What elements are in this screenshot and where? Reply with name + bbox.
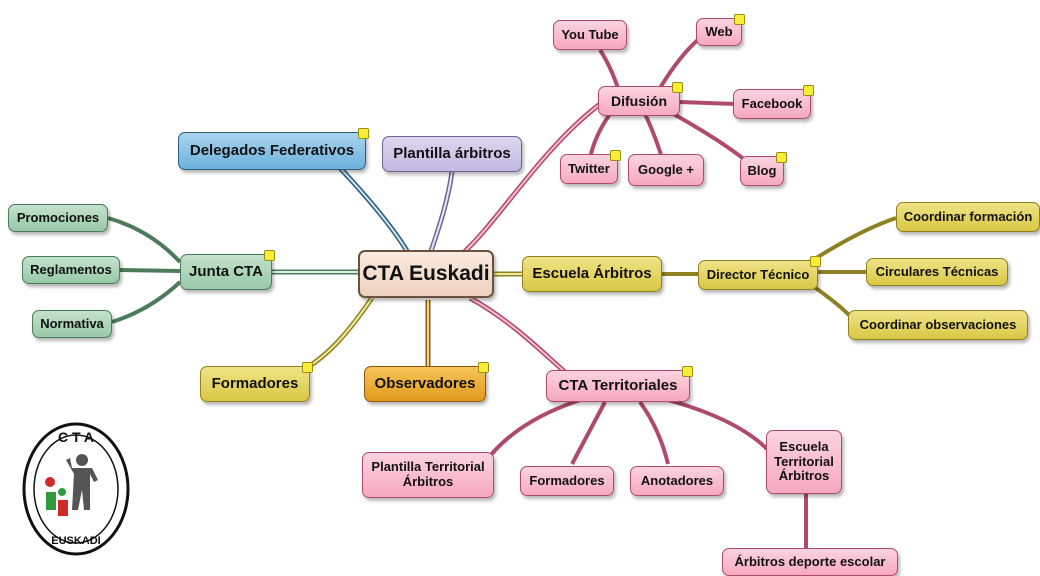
- node-anotadores[interactable]: Anotadores: [630, 466, 724, 496]
- node-formadores[interactable]: Formadores: [200, 362, 313, 402]
- cta-euskadi-logo: C T A EUSKADI: [22, 422, 130, 556]
- note-icon: [478, 362, 489, 373]
- node-coordinar-observaciones[interactable]: Coordinar observaciones: [848, 310, 1028, 340]
- node-label: Observadores: [374, 375, 476, 393]
- node-observadores[interactable]: Observadores: [364, 362, 489, 402]
- node-promociones[interactable]: Promociones: [8, 204, 108, 232]
- node-coordinar-formacion[interactable]: Coordinar formación: [896, 202, 1040, 232]
- note-icon: [302, 362, 313, 373]
- node-blog[interactable]: Blog: [740, 152, 787, 186]
- node-plantilla-territorial[interactable]: Plantilla Territorial Árbitros: [362, 452, 494, 498]
- node-label: Web: [705, 23, 733, 39]
- node-cta-territoriales[interactable]: CTA Territoriales: [546, 366, 693, 402]
- note-icon: [264, 250, 275, 261]
- node-youtube[interactable]: You Tube: [553, 20, 627, 50]
- node-reglamentos[interactable]: Reglamentos: [22, 256, 120, 284]
- node-escuela-arbitros[interactable]: Escuela Árbitros: [522, 256, 662, 292]
- node-normativa[interactable]: Normativa: [32, 310, 112, 338]
- node-delegados-federativos[interactable]: Delegados Federativos: [178, 128, 369, 170]
- note-icon: [610, 150, 621, 161]
- node-web[interactable]: Web: [696, 14, 745, 46]
- node-label: Facebook: [741, 95, 803, 111]
- node-label: Director Técnico: [706, 266, 810, 282]
- node-formadores-territorial[interactable]: Formadores: [520, 466, 614, 496]
- node-plantilla-arbitros[interactable]: Plantilla árbitros: [382, 136, 522, 172]
- node-difusion[interactable]: Difusión: [598, 82, 683, 116]
- node-label: Delegados Federativos: [189, 142, 355, 160]
- node-circulares-tecnicas[interactable]: Circulares Técnicas: [866, 258, 1008, 286]
- central-node[interactable]: CTA Euskadi: [358, 250, 494, 298]
- node-arbitros-deporte-escolar[interactable]: Árbitros deporte escolar: [722, 548, 898, 576]
- node-label: Difusión: [611, 92, 667, 109]
- node-label: Formadores: [211, 375, 299, 393]
- note-icon: [358, 128, 369, 139]
- note-icon: [682, 366, 693, 377]
- node-label: Plantilla árbitros: [393, 145, 511, 163]
- note-icon: [810, 256, 821, 267]
- svg-text:C T A: C T A: [58, 429, 94, 445]
- note-icon: [734, 14, 745, 25]
- node-label: CTA Territoriales: [558, 377, 678, 395]
- node-google-plus[interactable]: Google +: [628, 154, 704, 186]
- note-icon: [803, 85, 814, 96]
- note-icon: [672, 82, 683, 93]
- node-twitter[interactable]: Twitter: [560, 150, 621, 184]
- node-director-tecnico[interactable]: Director Técnico: [698, 256, 821, 290]
- svg-text:EUSKADI: EUSKADI: [51, 535, 101, 547]
- node-junta-cta[interactable]: Junta CTA: [180, 250, 275, 290]
- node-label: Blog: [747, 162, 777, 178]
- node-label: Twitter: [568, 160, 610, 176]
- node-escuela-territorial[interactable]: Escuela Territorial Árbitros: [766, 430, 842, 494]
- node-label: Junta CTA: [189, 263, 263, 281]
- node-facebook[interactable]: Facebook: [733, 85, 814, 119]
- note-icon: [776, 152, 787, 163]
